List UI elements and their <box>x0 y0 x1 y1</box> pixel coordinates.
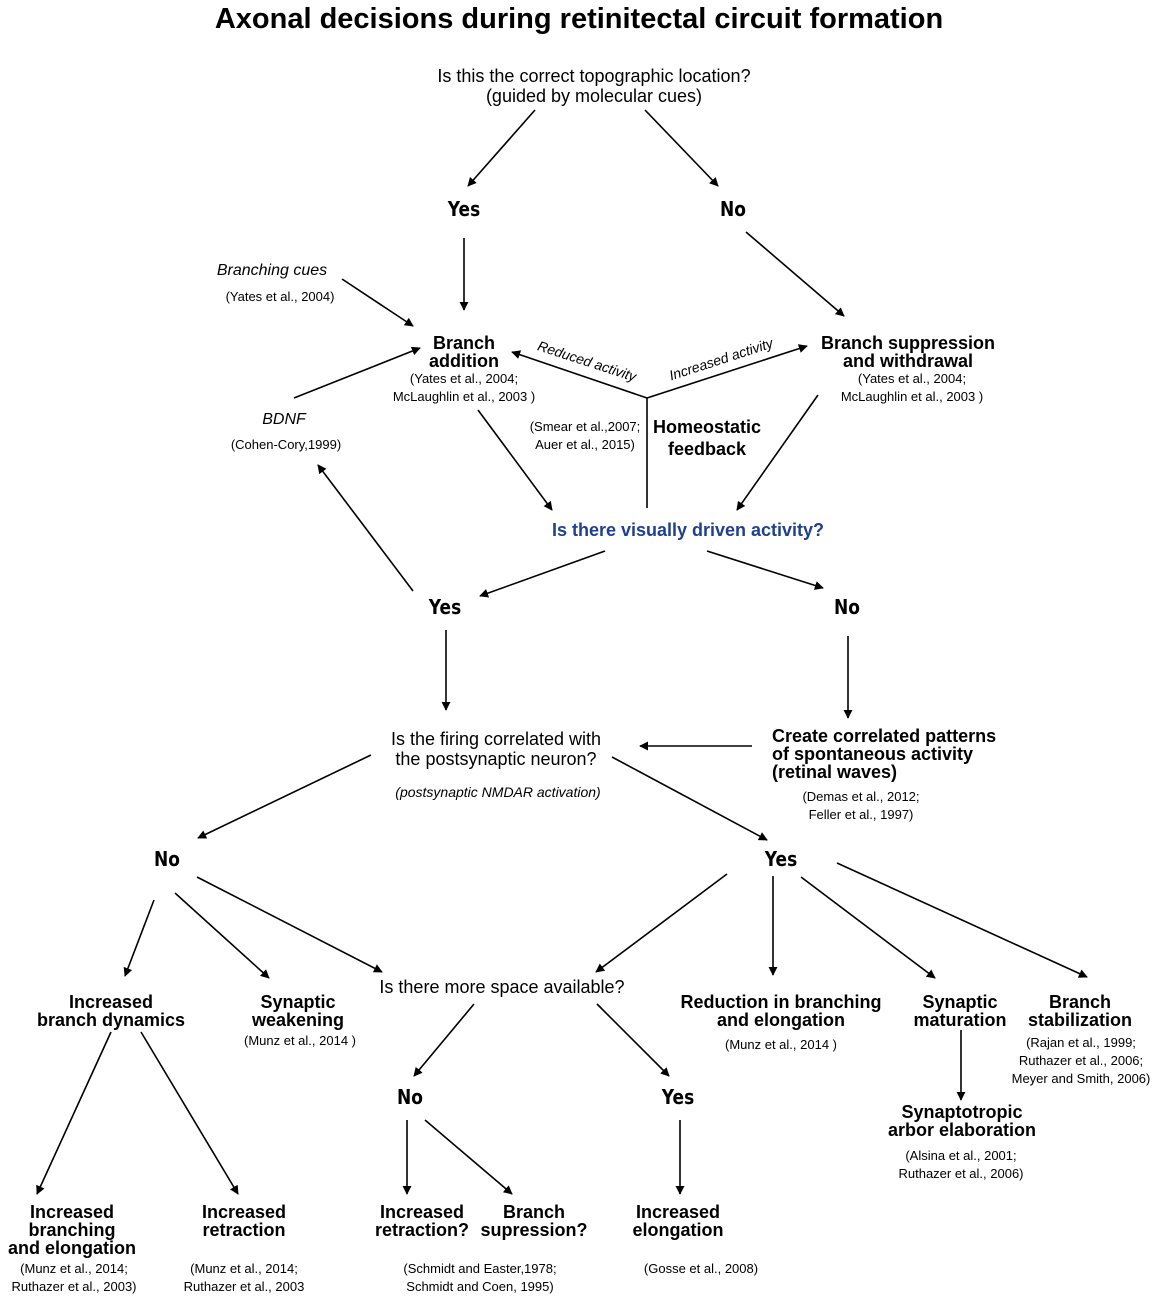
increased-branch-dynamics-node: Increased branch dynamics <box>36 992 186 1030</box>
arrow-visual-no <box>706 550 824 590</box>
synaptotropic-node: Synaptotropic arbor elaboration <box>887 1102 1037 1140</box>
synaptic-weakening-ref: (Munz et al., 2014 ) <box>244 1033 356 1048</box>
arrow-no3-weakening <box>174 892 270 979</box>
answer-yes-space: Yes <box>661 1085 695 1109</box>
nmdar-note: (postsynaptic NMDAR activation) <box>395 784 601 800</box>
arrow-topo-no <box>644 109 719 187</box>
increased-retraction-ref: (Munz et al., 2014; Ruthazer et al., 200… <box>183 1261 305 1294</box>
retinal-waves-ref: (Demas et al., 2012; Feller et al., 1997… <box>802 789 920 822</box>
synaptic-maturation-node: Synaptic maturation <box>913 992 1007 1030</box>
branch-suppression-node: Branch suppression and withdrawal <box>820 333 996 371</box>
arrow-no3-space <box>196 876 383 973</box>
branch-addition-ref: (Yates et al., 2004; McLaughlin et al., … <box>392 371 536 404</box>
arrow-space-yes <box>596 1003 670 1077</box>
arrow-dynamics-retraction <box>140 1031 239 1195</box>
arrow-yes3-space <box>595 873 728 973</box>
diagram-title: Axonal decisions during retinitectal cir… <box>214 3 944 35</box>
homeostatic-feedback-ref: (Smear et al.,2007; Auer et al., 2015) <box>529 419 641 452</box>
synaptotropic-ref: (Alsina et al., 2001; Ruthazer et al., 2… <box>898 1148 1024 1181</box>
arrow-addition-visual <box>477 409 553 511</box>
arrow-yes2-bdnf <box>317 464 414 592</box>
arrow-correlated-no <box>197 754 372 839</box>
question-topographic: Is this the correct topographic location… <box>437 66 751 106</box>
answer-no-space: No <box>397 1085 423 1109</box>
question-correlated-firing: Is the firing correlated with the postsy… <box>390 729 602 769</box>
arrow-no3-dynamics <box>123 899 155 977</box>
retraction-supression-ref: (Schmidt and Easter,1978; Schmidt and Co… <box>403 1261 557 1294</box>
increased-elongation-ref: (Gosse et al., 2008) <box>643 1261 759 1276</box>
increased-branching-elongation-node: Increased branching and elongation <box>8 1202 136 1258</box>
answer-no-visual: No <box>834 595 860 619</box>
branch-stabilization-node: Branch stabilization <box>1027 992 1132 1030</box>
answer-no-topographic: No <box>720 197 746 221</box>
answer-no-correlated: No <box>154 847 180 871</box>
arrow-reduced-activity <box>511 350 648 399</box>
synaptic-weakening-node: Synaptic weakening <box>251 992 345 1030</box>
increased-elongation-node: Increased elongation <box>632 1202 724 1240</box>
question-space-available: Is there more space available? <box>379 977 625 997</box>
arrow-no1-suppression <box>745 231 845 317</box>
arrow-space-no <box>413 1003 475 1077</box>
branch-stabilization-ref: (Rajan et al., 1999; Ruthazer et al., 20… <box>1011 1035 1151 1086</box>
bdnf-label: BDNF <box>262 411 306 428</box>
branch-addition-node: Branch addition <box>429 333 499 371</box>
arrow-suppression-visual <box>736 394 819 511</box>
reduction-branching-ref: (Munz et al., 2014 ) <box>725 1037 837 1052</box>
branch-supression-question-node: Branch supression? <box>480 1202 588 1240</box>
answer-yes-visual: Yes <box>428 595 462 619</box>
answer-yes-correlated: Yes <box>764 847 798 871</box>
arrow-increased-activity <box>646 344 808 399</box>
branching-cues-label: Branching cues <box>216 262 328 279</box>
increased-retraction-question-node: Increased retraction? <box>374 1202 470 1240</box>
arrow-topo-yes <box>467 109 536 187</box>
arrow-no4-supression <box>424 1119 513 1195</box>
branch-suppression-ref: (Yates et al., 2004; McLaughlin et al., … <box>840 371 984 404</box>
arrow-yes3-maturation <box>800 876 936 979</box>
arrow-correlated-yes <box>611 756 768 841</box>
bdnf-ref: (Cohen-Cory,1999) <box>230 437 342 452</box>
arrow-bdnf-addition <box>293 346 421 399</box>
answer-yes-topographic: Yes <box>447 197 481 221</box>
increased-branching-elongation-ref: (Munz et al., 2014; Ruthazer et al., 200… <box>11 1261 137 1294</box>
arrow-dynamics-branching <box>36 1031 112 1195</box>
arrow-yes3-stabilization <box>836 862 1088 978</box>
question-visual-activity: Is there visually driven activity? <box>551 520 825 540</box>
homeostatic-feedback-node: Homeostatic feedback <box>652 417 762 459</box>
increased-retraction-node: Increased retraction <box>201 1202 287 1240</box>
arrow-cues-addition <box>341 278 414 327</box>
reduction-branching-node: Reduction in branching and elongation <box>680 992 882 1030</box>
retinal-waves-node: Create correlated patterns of spontaneou… <box>772 726 997 782</box>
branching-cues-ref: (Yates et al., 2004) <box>225 289 335 304</box>
arrow-visual-yes <box>479 550 606 598</box>
